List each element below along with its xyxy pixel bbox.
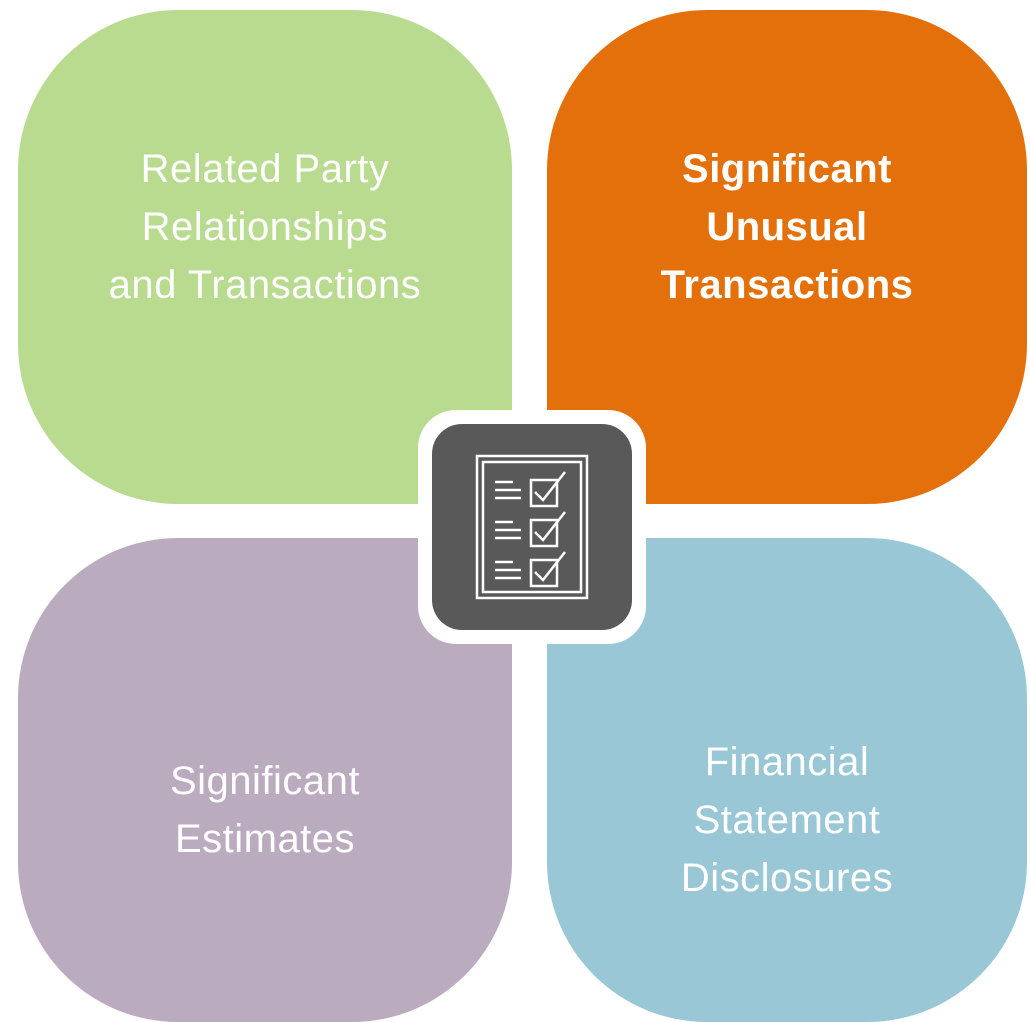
quadrant-related-party-label: Related Party Relationships and Transact… bbox=[108, 147, 422, 307]
quadrant-significant-estimates-label: Significant Estimates bbox=[169, 759, 361, 861]
center-icon-box bbox=[432, 424, 632, 630]
quadrant-related-party: Related Party Relationships and Transact… bbox=[18, 10, 512, 504]
checklist-icon bbox=[473, 452, 591, 602]
quadrant-unusual-transactions-label: Significant Unusual Transactions bbox=[660, 147, 914, 307]
quadrant-disclosures-label: Financial Statement Disclosures bbox=[680, 740, 894, 900]
